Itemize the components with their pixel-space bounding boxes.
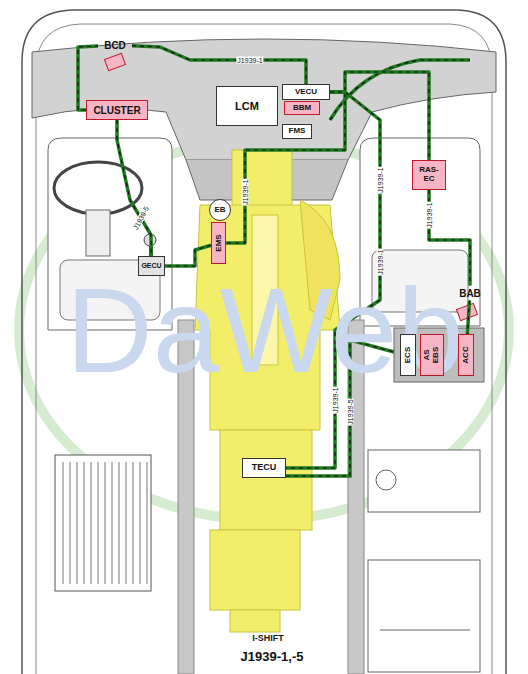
module-box: ECS (400, 334, 416, 376)
module-name: VECU (295, 88, 317, 97)
engine (210, 530, 300, 610)
j1939-wire (117, 120, 151, 256)
module-name: EB (214, 206, 225, 215)
j1939-5-wire (330, 60, 470, 120)
bus-label: J1939-1,-5 (240, 650, 305, 663)
connector-icon (104, 53, 125, 70)
battery-box (55, 455, 151, 591)
j1939-wire (165, 245, 211, 266)
module-name: RAS-EC (417, 166, 441, 184)
battery-grill (105, 462, 106, 584)
module-name: CLUSTER (93, 105, 140, 116)
engine (195, 150, 340, 632)
battery-grill (112, 462, 113, 584)
j1939-wire (467, 301, 469, 335)
engine (220, 430, 312, 530)
battery-grill (119, 462, 120, 584)
j1939-wire (132, 46, 306, 84)
module-name: AS EBS (423, 344, 441, 366)
battery-box (55, 455, 151, 591)
battery-grill (147, 462, 148, 584)
j1939-5-wire (286, 60, 470, 476)
engine (232, 150, 292, 210)
cab-outline (36, 24, 492, 674)
module-box: BBM (284, 101, 320, 115)
bus-label: J1939-5 (347, 398, 354, 425)
battery-grill (140, 462, 141, 584)
j1939-wire (132, 46, 306, 84)
j1939-5-wire (330, 60, 470, 120)
module-box: ACC (458, 334, 474, 376)
module-name: TECU (252, 463, 277, 473)
module-box: FMS (282, 124, 312, 139)
fuel-tank (368, 450, 480, 672)
module-name: BCD (104, 40, 126, 51)
battery-grill (98, 462, 99, 584)
battery-grill (70, 462, 71, 584)
battery-grill (77, 462, 78, 584)
battery-grill (84, 462, 85, 584)
module-name: BBM (293, 104, 311, 113)
battery-grill (63, 462, 64, 584)
j1939-wire (117, 120, 151, 256)
fuel-tank (368, 450, 480, 512)
j1939-wire (467, 301, 469, 335)
battery-grill (133, 462, 134, 584)
bus-label: I-SHIFT (251, 634, 285, 643)
module-box: EMS (211, 222, 226, 264)
module-name: FMS (289, 127, 306, 136)
fuel-tank (368, 560, 480, 672)
module-circle: EB (209, 199, 231, 221)
module-box: AS EBS (420, 334, 444, 376)
module-box: GECU (138, 256, 165, 276)
ecu-tray (394, 328, 484, 382)
module-name: ACC (462, 336, 471, 374)
bus-label: J1939-1 (242, 178, 249, 205)
module-name: GECU (141, 262, 161, 270)
module-name: LCM (235, 100, 259, 112)
module-box: VECU (282, 84, 330, 100)
module-label: BCD (98, 38, 132, 53)
module-name: BAB (459, 288, 481, 299)
module-box: TECU (242, 458, 286, 478)
ecu-tray (394, 328, 484, 382)
module-box: RAS-EC (412, 160, 446, 190)
j1939-wire (467, 301, 469, 335)
j1939-wire (165, 245, 211, 266)
bus-label: J1939-1 (332, 386, 339, 413)
cab-outline (22, 10, 506, 674)
module-name: EMS (214, 224, 223, 262)
bus-label: J1939-1 (236, 57, 263, 64)
bus-label: J1939-1 (377, 166, 384, 193)
battery-grill (126, 462, 127, 584)
module-box: LCM (216, 86, 278, 126)
battery-grill (91, 462, 92, 584)
bus-label: J1939-5 (132, 204, 151, 231)
driver-seat (86, 210, 110, 256)
module-box: CLUSTER (86, 100, 148, 120)
fuel-tank (376, 470, 396, 490)
bus-label: J1939-1 (426, 201, 433, 228)
module-name: ECS (404, 336, 413, 374)
cab-outline (22, 10, 506, 674)
j1939-wire (117, 120, 151, 256)
module-label: BAB (455, 286, 485, 301)
fuel-tank (380, 630, 470, 631)
engine (230, 610, 280, 632)
j1939-wire (165, 245, 211, 266)
j1939-wire (132, 46, 306, 84)
